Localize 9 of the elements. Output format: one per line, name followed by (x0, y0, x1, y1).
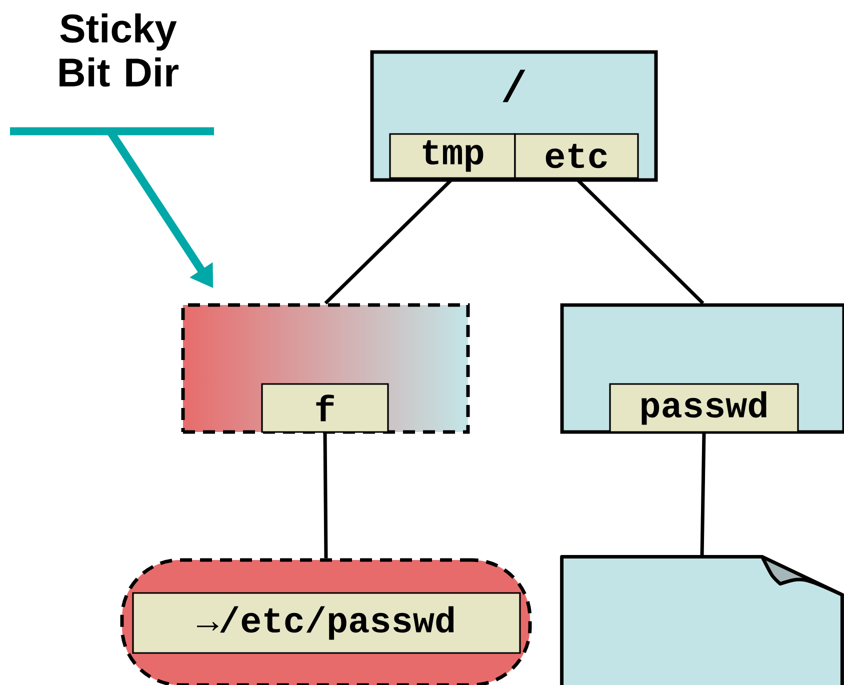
file-shape (560, 555, 844, 685)
entry-box: tmp (389, 133, 516, 179)
entry-box: passwd (609, 383, 799, 433)
callout-label: Sticky Bit Dir (60, 13, 178, 87)
entry-box: f (261, 383, 389, 433)
tree-line (700, 432, 706, 557)
tree-line (323, 432, 328, 558)
entry-box: →/etc/passwd (132, 592, 521, 654)
entry-box: etc (514, 133, 639, 179)
